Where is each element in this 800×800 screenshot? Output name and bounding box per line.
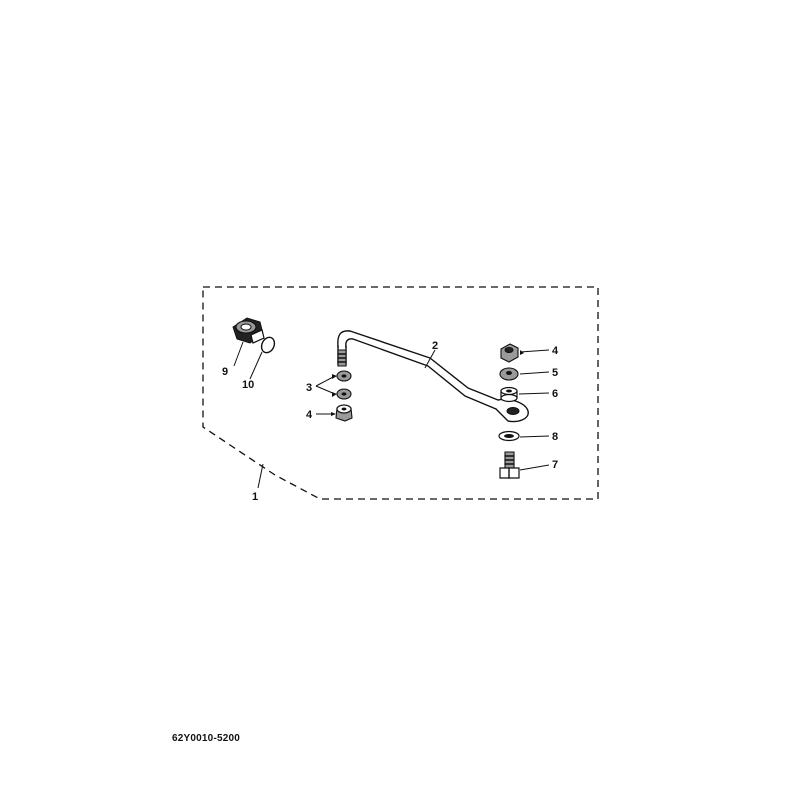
kit-boundary-dashed bbox=[202, 286, 599, 500]
part-3-washers bbox=[336, 370, 352, 400]
part-5-washer bbox=[499, 367, 519, 381]
part-8-washer bbox=[498, 430, 520, 442]
callout-4-left: 4 bbox=[306, 409, 313, 421]
part-7-bolt bbox=[499, 451, 520, 479]
part-4-nut-right bbox=[500, 343, 519, 363]
callout-5: 5 bbox=[552, 367, 558, 379]
callout-3: 3 bbox=[306, 382, 312, 394]
callout-9: 9 bbox=[222, 366, 228, 378]
part-6-collar bbox=[500, 386, 518, 403]
callout-10: 10 bbox=[242, 379, 254, 391]
part-code-label: 62Y0010-5200 bbox=[172, 733, 241, 744]
callout-6: 6 bbox=[552, 388, 558, 400]
callout-7: 7 bbox=[552, 459, 558, 471]
callout-4-right: 4 bbox=[552, 345, 559, 357]
callout-1: 1 bbox=[252, 491, 258, 503]
part-4-nut-left bbox=[335, 404, 353, 422]
part-10-o-ring bbox=[260, 336, 276, 354]
callout-2: 2 bbox=[432, 340, 438, 352]
part-9-nut bbox=[232, 317, 265, 344]
callout-8: 8 bbox=[552, 431, 558, 443]
